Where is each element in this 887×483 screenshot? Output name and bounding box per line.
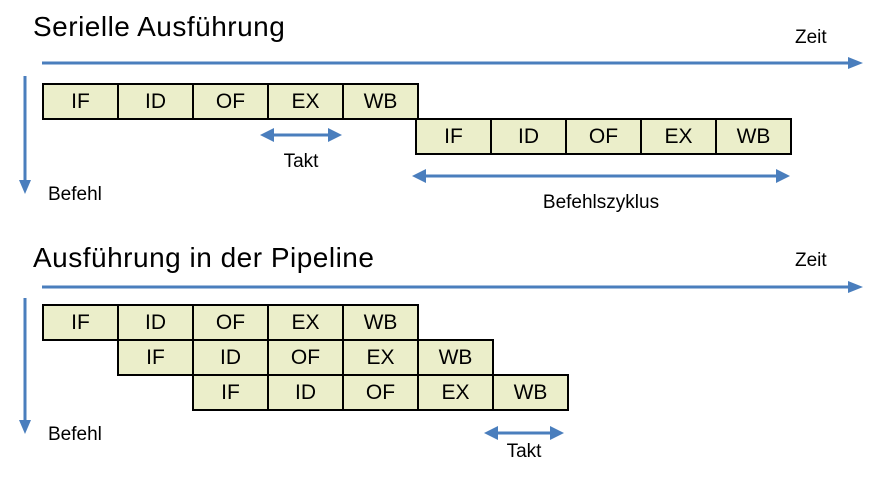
stage-cell: EX	[267, 304, 344, 341]
serial-befehl-arrow-icon	[19, 76, 31, 194]
pipeline-befehl-label: Befehl	[48, 424, 102, 445]
stage-cell: ID	[117, 304, 194, 341]
stage-cell: IF	[117, 339, 194, 376]
stage-cell: ID	[490, 118, 567, 155]
pipeline-zeit-label: Zeit	[795, 250, 827, 271]
stage-cell: IF	[192, 374, 269, 411]
stage-cell: EX	[417, 374, 494, 411]
stage-cell: WB	[342, 83, 419, 120]
serial-time-arrow-icon	[42, 57, 863, 69]
pipeline-section-title: Ausführung in der Pipeline	[33, 242, 375, 273]
stage-cell: WB	[715, 118, 792, 155]
pipeline-takt-arrow-icon	[484, 426, 564, 440]
befehlszyklus-arrow-icon	[412, 169, 790, 183]
befehlszyklus-label: Befehlszyklus	[542, 192, 660, 213]
serial-befehl-label: Befehl	[48, 184, 102, 205]
stage-cell: IF	[42, 304, 119, 341]
stage-cell: IF	[415, 118, 492, 155]
stage-cell: IF	[42, 83, 119, 120]
pipeline-befehl-arrow-icon	[19, 298, 31, 434]
stage-cell: OF	[342, 374, 419, 411]
stage-cell: OF	[192, 83, 269, 120]
serial-zeit-label: Zeit	[795, 27, 827, 48]
stage-cell: EX	[640, 118, 717, 155]
pipeline-time-arrow-icon	[42, 281, 863, 293]
stage-cell: OF	[565, 118, 642, 155]
stage-cell: OF	[267, 339, 344, 376]
serial-takt-label: Takt	[283, 151, 319, 172]
stage-cell: WB	[342, 304, 419, 341]
stage-cell: ID	[192, 339, 269, 376]
stage-cell: EX	[267, 83, 344, 120]
stage-cell: WB	[417, 339, 494, 376]
stage-cell: OF	[192, 304, 269, 341]
serial-takt-arrow-icon	[260, 128, 342, 142]
stage-cell: WB	[492, 374, 569, 411]
pipeline-takt-label: Takt	[506, 441, 542, 462]
stage-cell: ID	[117, 83, 194, 120]
stage-cell: ID	[267, 374, 344, 411]
serial-section-title: Serielle Ausführung	[33, 11, 286, 42]
stage-cell: EX	[342, 339, 419, 376]
